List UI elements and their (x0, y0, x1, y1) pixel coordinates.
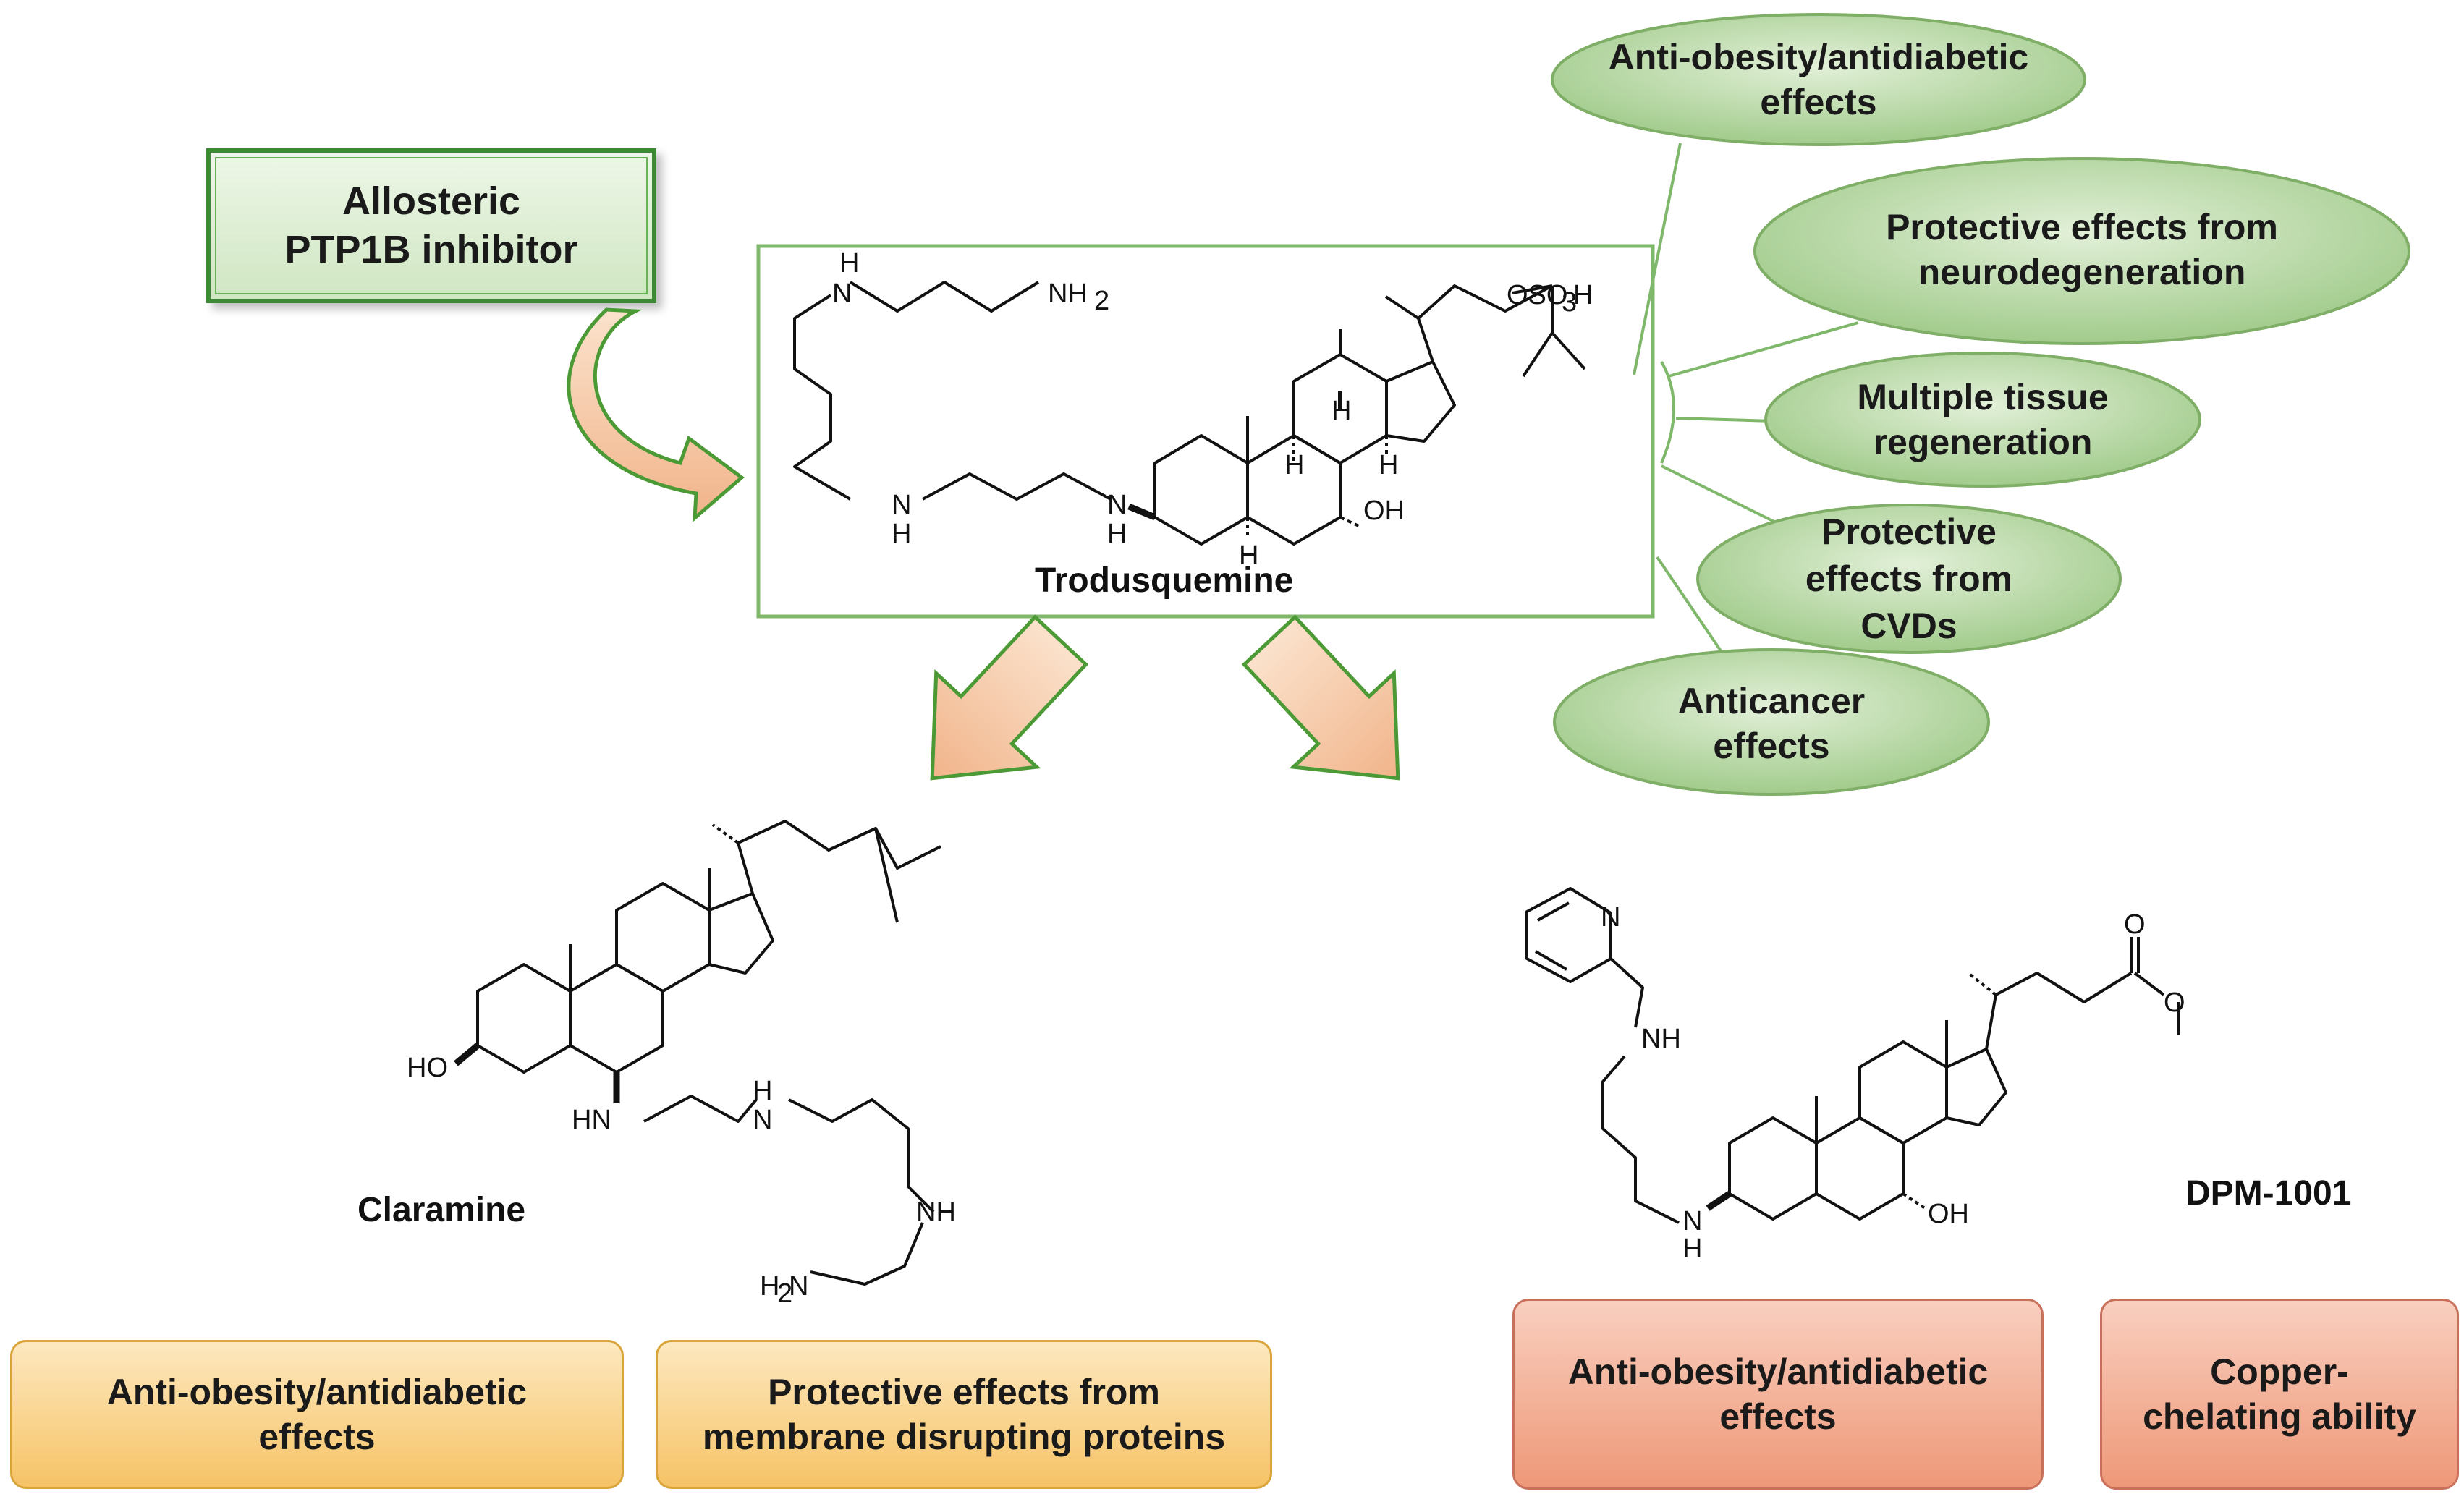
atom-o-ester: O (2164, 988, 2185, 1018)
claramine-effect-2-label: Protective effects from membrane disrupt… (702, 1371, 1226, 1458)
atom-nh2-1: NH (1048, 279, 1088, 309)
dpm1001-label: DPM-1001 (2185, 1174, 2352, 1213)
down-arrow-right (1241, 614, 1400, 781)
inhibitor-box-inner (215, 157, 648, 294)
atom-h2n-h: H (760, 1271, 779, 1302)
claramine-effect-box-1: Anti-obesity/antidiabetic effects (10, 1340, 624, 1489)
dpm-effect-box-1: Anti-obesity/antidiabetic effects (1512, 1299, 2044, 1490)
atom-sub3-1: 3 (1562, 287, 1577, 318)
effect-tissue-regeneration-label: Multiple tissue regeneration (1857, 376, 2109, 463)
inhibitor-label: Allosteric PTP1B inhibitor (284, 179, 578, 272)
claramine-label: Claramine (357, 1191, 526, 1229)
atom-hn: HN (572, 1105, 611, 1135)
atom-h-7: H (1239, 540, 1258, 571)
dpm-effect-2-label: Copper- chelating ability (2143, 1351, 2416, 1438)
atom-nh-1: NH (916, 1197, 956, 1228)
effect-cvds-label: Protective effects from CVDs (1805, 511, 2013, 646)
claramine-effect-box-2: Protective effects from membrane disrupt… (656, 1340, 1272, 1489)
dpm-effect-1-label: Anti-obesity/antidiabetic effects (1567, 1351, 1989, 1438)
atom-n-2: N (892, 490, 911, 520)
atom-n-4: N (753, 1105, 772, 1135)
ellipse-cvds (1696, 504, 2122, 654)
atom-n-3: N (1107, 490, 1127, 520)
atom-oso3h: OSO (1507, 280, 1567, 310)
atom-n-pyridine: N (1601, 902, 1620, 933)
atom-oso3h-h: H (1573, 280, 1593, 310)
atom-nh-2: NH (1641, 1024, 1681, 1054)
atom-h-4: H (1332, 396, 1351, 426)
effect-neurodegeneration-label: Protective effects from neurodegeneratio… (1886, 206, 2278, 293)
effect-anticancer-label: Anticancer effects (1677, 680, 1866, 767)
trodusquemine-frame (756, 244, 1655, 619)
dpm1001-atoms: N NH N H OH O O (1601, 902, 2185, 1264)
atom-h-3: H (1107, 519, 1127, 549)
claramine-effect-1-label: Anti-obesity/antidiabetic effects (106, 1371, 528, 1458)
atom-h-9: H (1682, 1234, 1702, 1264)
atom-h-5: H (1284, 450, 1304, 480)
claramine-structure (454, 820, 941, 1286)
atom-h-2: H (892, 519, 911, 549)
ellipse-anticancer (1553, 648, 1990, 796)
trodusquemine-atoms: H N NH 2 N H N H OH H H H H OSO 3 H (832, 248, 1593, 571)
claramine-atoms: HO HN H N NH H 2 N (407, 1053, 956, 1309)
ellipse-neurodegeneration (1753, 157, 2410, 345)
atom-oh-1: OH (1363, 496, 1405, 526)
atom-sub2-2: 2 (777, 1278, 792, 1309)
down-arrow-left (930, 614, 1089, 781)
atom-oh-2: OH (1928, 1199, 1969, 1229)
ellipse-anti-obesity (1551, 13, 2086, 146)
atom-ho: HO (407, 1053, 448, 1083)
effect-connectors (1633, 143, 1859, 660)
atom-h-1: H (839, 248, 859, 279)
atom-sub2-1: 2 (1094, 286, 1109, 316)
atom-h2n-n: N (789, 1271, 808, 1302)
dpm-effect-box-2: Copper- chelating ability (2100, 1299, 2459, 1490)
trodusquemine-label: Trodusquemine (1035, 561, 1294, 600)
curved-arrow (567, 307, 745, 522)
atom-h-6: H (1379, 450, 1398, 480)
trodusquemine-structure (793, 281, 1586, 546)
atom-h-8: H (753, 1076, 772, 1106)
inhibitor-box (206, 148, 656, 303)
atom-n-5: N (1682, 1206, 1702, 1236)
atom-n-1: N (832, 279, 852, 309)
atom-o-carbonyl: O (2124, 909, 2146, 940)
effect-anti-obesity-label: Anti-obesity/antidiabetic effects (1608, 36, 2029, 123)
dpm1001-structure (1525, 887, 2180, 1224)
effect-ellipses (1551, 13, 2410, 796)
ellipse-tissue-regeneration (1764, 352, 2201, 488)
